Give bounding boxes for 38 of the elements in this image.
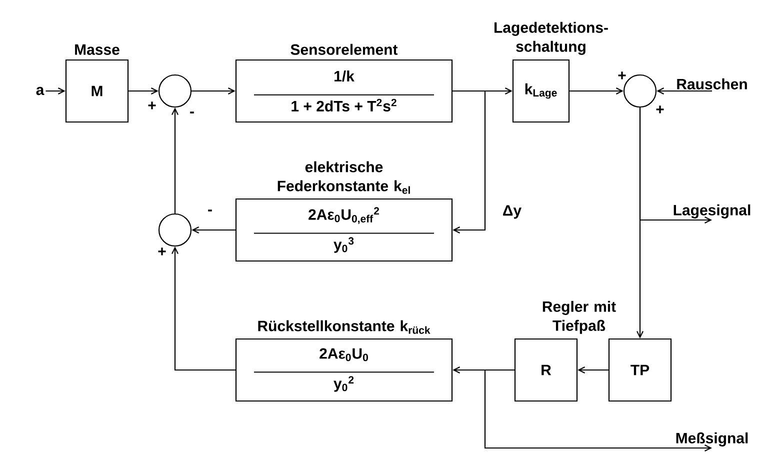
edge-label: Δy [501, 204, 523, 220]
block-title: Regler mit Tiefpaß [542, 300, 616, 334]
block-box: TP [608, 338, 672, 402]
arrow [484, 369, 712, 452]
block-title: Sensorelement [290, 44, 398, 55]
block-title: Lagedetektions- schaltung [494, 22, 608, 55]
sign-label: - [208, 210, 212, 212]
block-title: Rückstellkonstante k$_{rück}$ [258, 320, 430, 334]
block-box: 2Aε$_{0}$U$_{0,eff}$2 y$_{0}$3 [235, 198, 453, 262]
sign-label: - [190, 112, 194, 114]
sign-label: + [148, 102, 156, 110]
arrow [639, 108, 712, 224]
sign-label: + [158, 248, 166, 256]
arrow [570, 88, 624, 94]
arrow [452, 90, 486, 234]
signal-label: a [36, 86, 44, 96]
arrow [172, 246, 236, 371]
block-title: elektrische Federkonstante k$_{el}$ [278, 161, 410, 194]
block-box: R [514, 338, 578, 402]
arrow [578, 366, 608, 374]
block-title: Masse [75, 44, 120, 55]
arrow [192, 226, 236, 234]
block-box: 2Aε$_{0}$U$_{0}$ y$_{0}$2 [235, 338, 453, 402]
sign-label: + [618, 72, 626, 80]
arrow [172, 108, 178, 214]
signal-label: Rauschen [677, 78, 747, 90]
summing-junction [158, 213, 192, 247]
arrow [128, 88, 158, 94]
arrow [192, 88, 236, 94]
arrow [46, 88, 66, 94]
block-box: M [65, 59, 129, 123]
arrow [656, 88, 712, 94]
block-box: 1/k 1 + 2dTs + T$^{2}$s$^{2}$ [235, 59, 453, 123]
summing-junction [158, 74, 192, 108]
block-box: k$_{Lage}$ [512, 59, 570, 123]
signal-label: Meßsignal [676, 432, 748, 446]
signal-label: Lagesignal [674, 204, 750, 218]
sign-label: + [656, 106, 664, 114]
